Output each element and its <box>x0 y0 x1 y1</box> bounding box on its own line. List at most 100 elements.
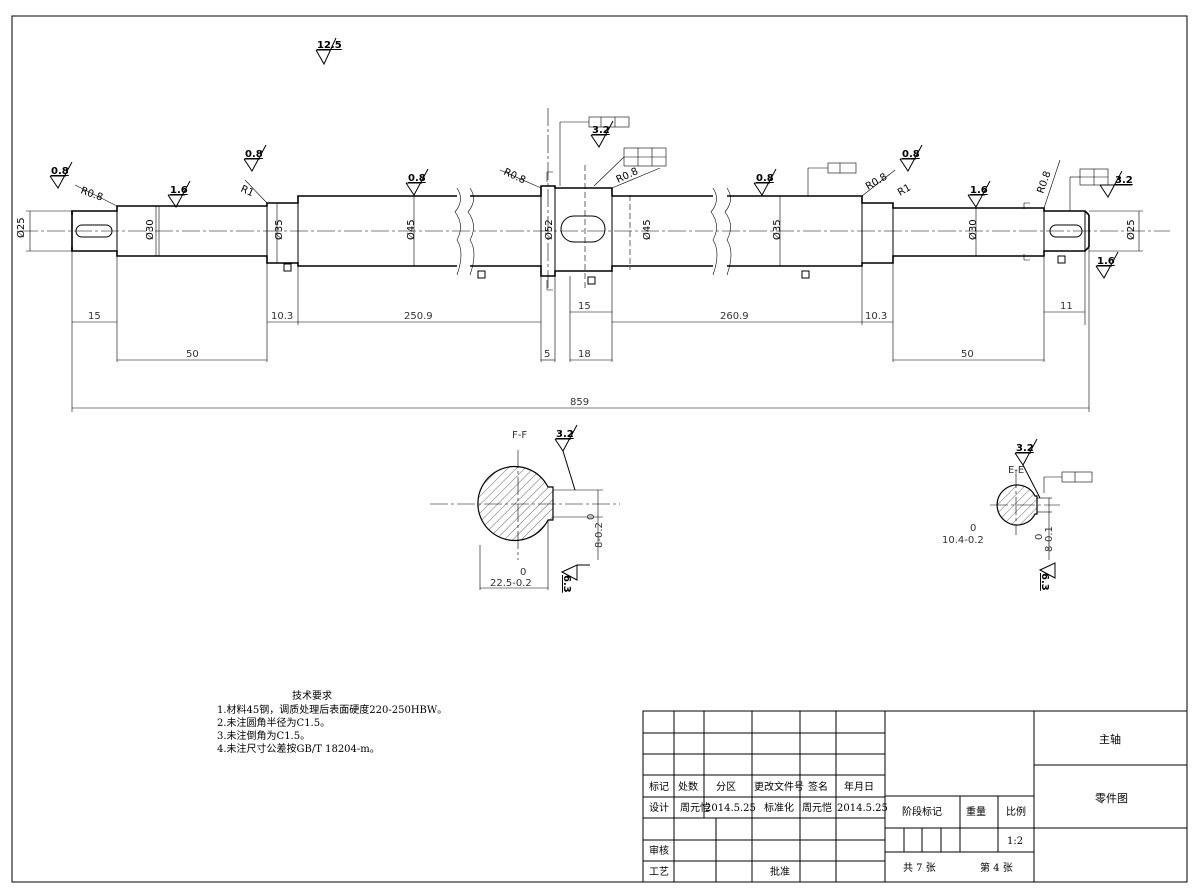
roughness-mark: 6.3 <box>1038 562 1056 591</box>
roughness-mark: 3.2 <box>554 424 578 491</box>
svg-text:0: 0 <box>586 514 597 520</box>
roughness-mark: 0.8 <box>899 144 923 172</box>
tb-standard-person: 周元恺 <box>802 801 832 814</box>
tb-scale-value: 1:2 <box>1007 836 1023 847</box>
roughness-marks: 0.8 1.6 0.8 3.2 0.8 0.8 1.6 3.2 1.6 0.8 <box>49 120 1133 279</box>
dim-10-3-right: 10.3 <box>865 311 887 322</box>
tb-header-zone: 分区 <box>716 781 736 793</box>
svg-text:R0.8: R0.8 <box>615 166 640 186</box>
svg-text:Ø30: Ø30 <box>144 219 156 240</box>
svg-text:R0.8: R0.8 <box>79 185 104 203</box>
tb-design-label: 设计 <box>649 801 669 814</box>
svg-text:0.8: 0.8 <box>756 173 774 184</box>
svg-text:0.8: 0.8 <box>902 149 920 160</box>
tb-header-sign: 签名 <box>808 780 828 793</box>
tech-req-item: 1.材料45钢，调质处理后表面硬度220-250HBW。 <box>217 703 447 716</box>
tb-standard-label: 标准化 <box>764 801 794 814</box>
tb-header-mark: 标记 <box>649 781 669 793</box>
section-e-e: E-E 0 10.4-0.2 8-0.1 0 3.2 6.3 <box>942 438 1060 591</box>
roughness-mark: 3.2 <box>1014 438 1041 499</box>
technical-requirements: 技术要求 1.材料45钢，调质处理后表面硬度220-250HBW。 2.未注圆角… <box>217 689 447 755</box>
roughness-mark: 0.8 <box>753 168 777 196</box>
svg-text:3.2: 3.2 <box>1016 443 1034 454</box>
svg-text:Ø25: Ø25 <box>1125 219 1137 240</box>
roughness-mark: 3.2 <box>590 120 614 148</box>
tb-sheets-total: 共 7 张 <box>903 862 936 874</box>
svg-text:6.3: 6.3 <box>1039 573 1050 591</box>
roughness-mark: 1.6 <box>967 180 991 208</box>
drawing-frame <box>11 15 1188 883</box>
shaft-upper-profile <box>71 185 1090 216</box>
section-f-label: F-F <box>512 430 527 441</box>
svg-text:0: 0 <box>520 567 526 578</box>
svg-text:Ø35: Ø35 <box>273 219 285 240</box>
tb-review-label: 审核 <box>649 844 669 857</box>
roughness-mark: 1.6 <box>1095 251 1119 279</box>
roughness-mark: 1.6 <box>167 180 191 208</box>
tb-scale-label: 比例 <box>1006 805 1026 818</box>
tb-weight-label: 重量 <box>966 805 986 818</box>
tolerance-frames <box>559 116 1109 493</box>
general-roughness-symbol: 12.5 <box>315 37 342 66</box>
tb-drawing-type: 零件图 <box>1095 792 1128 805</box>
svg-text:22.5-0.2: 22.5-0.2 <box>490 578 532 589</box>
svg-text:6.3: 6.3 <box>561 575 572 593</box>
svg-text:Ø35: Ø35 <box>771 219 783 240</box>
dim-50-right: 50 <box>961 349 974 360</box>
dim-total-859: 859 <box>570 397 589 408</box>
svg-text:10.4-0.2: 10.4-0.2 <box>942 535 984 546</box>
svg-text:R0.8: R0.8 <box>1035 170 1053 195</box>
main-shaft <box>20 108 1170 290</box>
section-f-f: F-F 0 22.5-0.2 8-0.2 0 3.2 6.3 <box>430 424 620 593</box>
tech-req-item: 4.未注尺寸公差按GB/T 18204-m。 <box>217 742 380 755</box>
diameter-labels: Ø25 Ø30 Ø35 Ø45 Ø52 Ø45 Ø35 Ø30 Ø25 <box>15 217 1137 240</box>
length-dimensions: 15 10.3 250.9 15 260.9 10.3 11 50 5 18 5… <box>71 247 1090 412</box>
dim-10-3-left: 10.3 <box>271 311 293 322</box>
svg-text:8-0.2: 8-0.2 <box>594 522 605 548</box>
tb-designer: 周元恺 <box>680 801 710 814</box>
diameter-dimension-lines <box>26 196 1143 266</box>
dim-15-left: 15 <box>88 311 101 322</box>
dim-50-left: 50 <box>186 349 199 360</box>
title-block-text: 标记 处数 分区 更改文件号 签名 年月日 设计 周元恺 2014.5.25 标… <box>649 732 1128 878</box>
shaft-lower-profile <box>71 246 1090 277</box>
svg-text:0.8: 0.8 <box>245 149 263 160</box>
tb-sheet-no: 第 4 张 <box>980 861 1013 874</box>
svg-text:R1: R1 <box>239 184 256 200</box>
svg-text:8-0.1: 8-0.1 <box>1044 526 1055 552</box>
dim-11: 11 <box>1060 301 1073 312</box>
dim-18: 18 <box>578 349 591 360</box>
dim-260-9: 260.9 <box>720 311 749 322</box>
svg-text:0.8: 0.8 <box>408 173 426 184</box>
svg-text:12.5: 12.5 <box>317 40 342 51</box>
roughness-mark: 3.2 <box>1099 170 1133 198</box>
svg-text:0: 0 <box>1034 534 1045 540</box>
svg-text:3.2: 3.2 <box>556 429 574 440</box>
roughness-mark: 0.8 <box>49 161 73 189</box>
tb-part-name: 主轴 <box>1099 732 1121 746</box>
svg-text:0: 0 <box>970 523 976 534</box>
svg-text:R0.8: R0.8 <box>864 172 889 193</box>
tb-standard-date: 2014.5.25 <box>837 803 888 814</box>
tb-stage-label: 阶段标记 <box>902 805 942 818</box>
dim-15-mid: 15 <box>578 301 591 312</box>
svg-text:1.6: 1.6 <box>1097 256 1115 267</box>
tb-header-change-doc: 更改文件号 <box>754 780 804 793</box>
svg-text:3.2: 3.2 <box>1115 175 1133 186</box>
datum-marks <box>283 255 1066 285</box>
svg-text:0.8: 0.8 <box>51 166 69 177</box>
left-keyway <box>75 224 113 238</box>
tb-header-count: 处数 <box>678 780 698 793</box>
tech-req-title: 技术要求 <box>292 689 332 702</box>
tb-design-date: 2014.5.25 <box>705 803 756 814</box>
middle-keyway <box>560 215 606 243</box>
tech-req-item: 3.未注倒角为C1.5。 <box>217 729 310 742</box>
svg-text:Ø25: Ø25 <box>15 217 27 238</box>
roughness-mark: 6.3 <box>560 564 590 593</box>
svg-text:R1: R1 <box>896 182 913 198</box>
dim-250-9: 250.9 <box>404 311 433 322</box>
svg-text:Ø45: Ø45 <box>405 219 417 240</box>
svg-text:Ø52: Ø52 <box>543 219 555 240</box>
svg-text:3.2: 3.2 <box>592 125 610 136</box>
svg-text:Ø30: Ø30 <box>967 219 979 240</box>
